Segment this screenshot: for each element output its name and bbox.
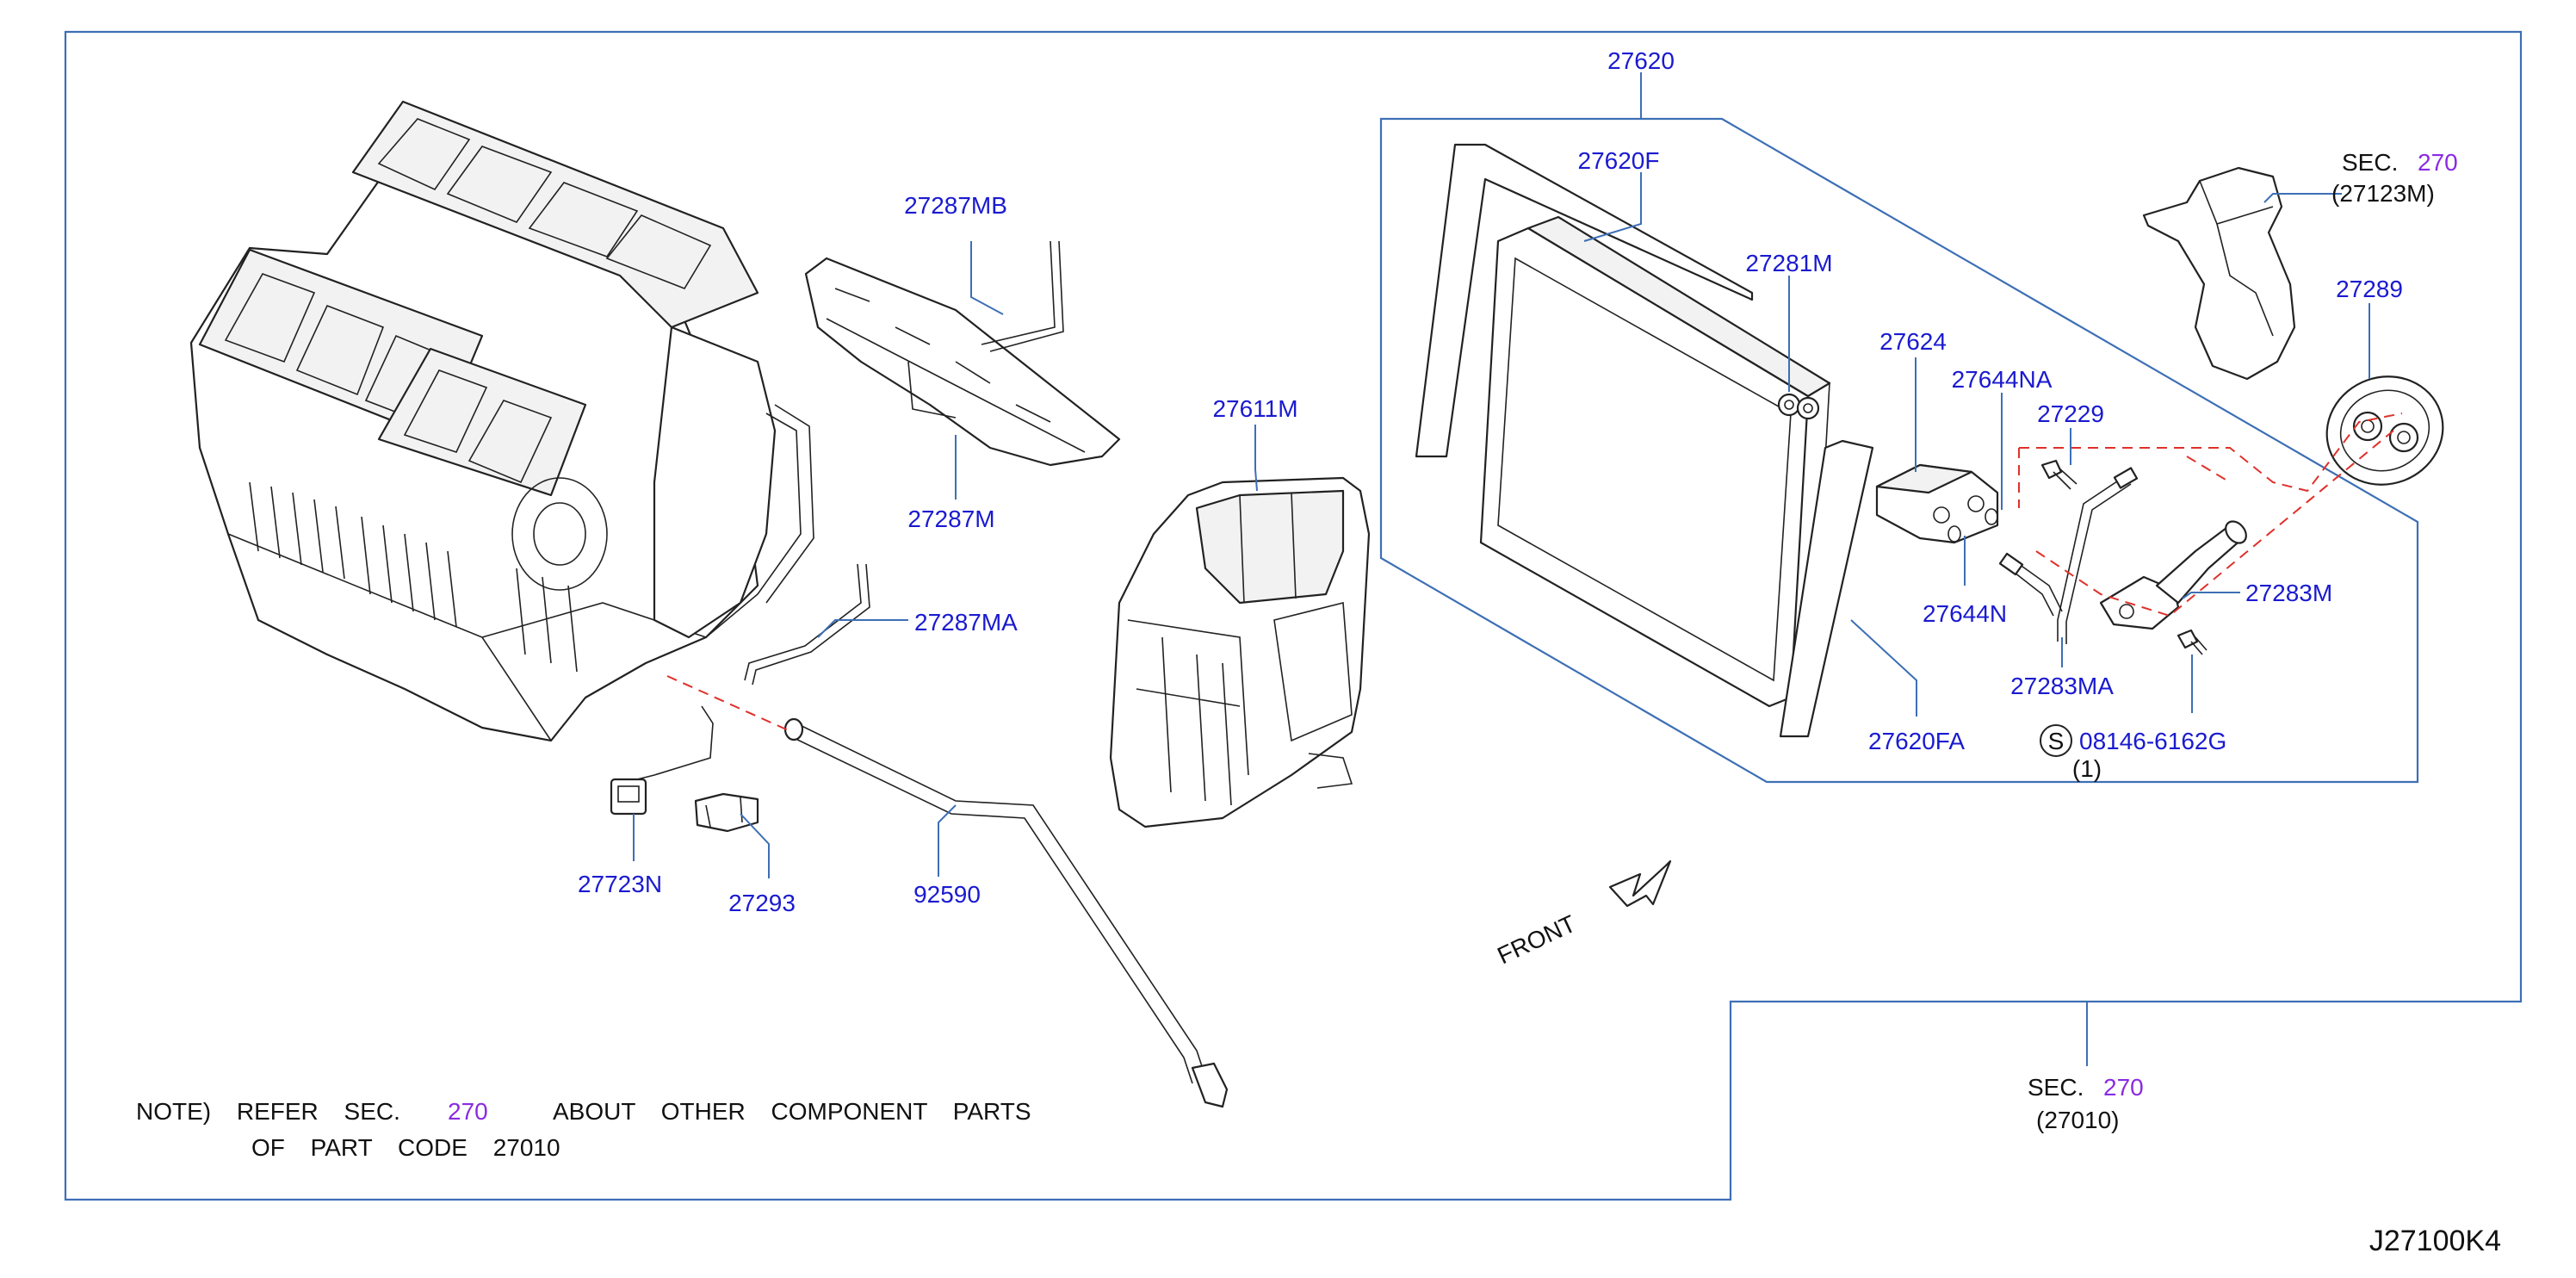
label-27287ma: 27287MA: [914, 609, 1018, 636]
label-92590: 92590: [913, 881, 981, 908]
duct-27123m-illustration: [2142, 166, 2296, 381]
note-sec-ref: 270: [448, 1098, 488, 1125]
alignment-lines: [666, 413, 2403, 733]
label-27644n: 27644N: [1923, 600, 2007, 627]
label-27287mb: 27287MB: [904, 192, 1007, 219]
sec-ref-top-number: 270: [2418, 149, 2458, 176]
diagram-code: J27100K4: [2369, 1225, 2501, 1257]
heater-unit-illustration: [189, 100, 814, 742]
pipe-27287ma-illustration: [744, 563, 870, 686]
seal-27620f-illustration: [1415, 143, 1754, 458]
front-arrow-icon: [1608, 859, 1672, 908]
label-27229: 27229: [2037, 400, 2104, 427]
seal-27620fa-illustration: [1779, 439, 1874, 738]
o-ring-27644na-illustration: [1985, 508, 1998, 525]
label-27293: 27293: [728, 890, 796, 916]
sec-ref-bottom-label: SEC.: [2028, 1074, 2084, 1101]
diagram-frame: [64, 30, 2523, 1201]
label-08146-quantity: (1): [2072, 755, 2102, 782]
evaporator-group-frame: [1379, 117, 2419, 784]
label-27644na: 27644NA: [1952, 366, 2053, 393]
front-label: FRONT: [1493, 910, 1580, 970]
screw-symbol: S: [2048, 728, 2065, 754]
label-27287m: 27287M: [907, 506, 994, 532]
note-line-2: OF PART CODE 27010: [251, 1134, 560, 1161]
sec-ref-bottom-number: 270: [2103, 1074, 2144, 1101]
label-27283m: 27283M: [2245, 580, 2332, 606]
drain-hose-92590-illustration: [783, 717, 1229, 1108]
label-27723n: 27723N: [578, 871, 662, 897]
clip-27293-illustration: [694, 792, 759, 833]
label-27283ma: 27283MA: [2010, 673, 2114, 699]
o-ring-27644n-illustration: [1947, 525, 1961, 543]
label-27611m: 27611M: [1212, 395, 1297, 422]
expansion-valve-27624-illustration: [1875, 463, 1999, 544]
sec-ref-top-label: SEC.: [2342, 149, 2398, 176]
label-27620fa: 27620FA: [1868, 728, 1965, 754]
connector-27723n-illustration: [610, 705, 714, 816]
label-27620: 27620: [1607, 47, 1675, 74]
pipe-27283m-illustration: [2099, 520, 2247, 630]
bolt-27229-illustration: [2040, 459, 2078, 490]
bracket-27287m-illustration: [804, 240, 1121, 467]
sec-ref-bottom-part: (27010): [2036, 1107, 2120, 1133]
note-line-1-suffix: ABOUT OTHER COMPONENT PARTS: [553, 1098, 1031, 1125]
pipe-27283ma-illustration: [1998, 467, 2139, 644]
evaporator-core-27281m-illustration: [1479, 215, 1831, 708]
label-08146-6162g: 08146-6162G: [2079, 728, 2226, 754]
case-27611m-illustration: [1109, 476, 1371, 828]
note-line-1-prefix: NOTE) REFER SEC.: [136, 1098, 400, 1125]
label-27624: 27624: [1879, 328, 1947, 355]
bolt-08146-illustration: [2177, 629, 2208, 655]
label-27620f: 27620F: [1578, 147, 1660, 174]
label-27281m: 27281M: [1745, 250, 1832, 276]
label-27289: 27289: [2336, 276, 2403, 302]
screw-symbol-circle: [2040, 724, 2072, 757]
leader-lines: [633, 72, 2370, 1066]
sec-ref-top-part: (27123M): [2331, 180, 2435, 207]
